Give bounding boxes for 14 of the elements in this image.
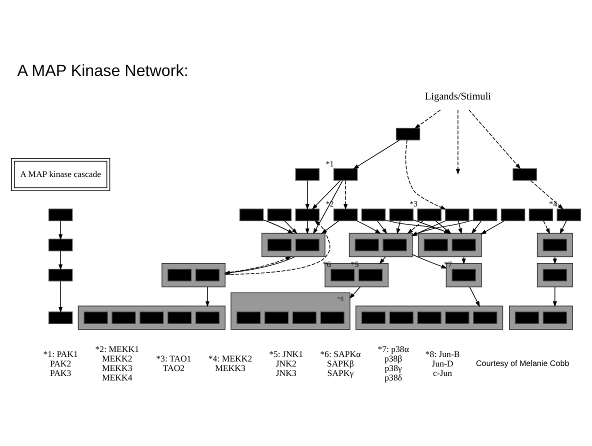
node-label: *1: [326, 159, 334, 168]
label: *1: PAK1 PAK2 PAK3: [43, 348, 78, 378]
node-label: *3: [409, 200, 418, 209]
node-text: Ligands/Stimuli: [424, 91, 492, 102]
label: *7: p38α p38β p38γ p38δ: [378, 344, 409, 383]
label: *6: SAPKα SAPKβ SAPKγ: [320, 348, 361, 378]
label: *4: MEKK2 MEKK3: [208, 354, 252, 374]
label: *5: JNK1 JNK2 JNK3: [269, 348, 304, 378]
caption: Courtesy of Melanie Cobb: [476, 359, 570, 368]
label: *8: Jun-B Jun-D c-Jun: [425, 348, 460, 378]
diagram-title: A MAP Kinase Network:: [17, 62, 188, 80]
node-label: *4: [549, 200, 558, 209]
label: *2: MEKK1 MEKK2 MEKK3 MEKK4: [95, 344, 140, 383]
label: *3: TAO1 TAO2: [156, 354, 192, 374]
